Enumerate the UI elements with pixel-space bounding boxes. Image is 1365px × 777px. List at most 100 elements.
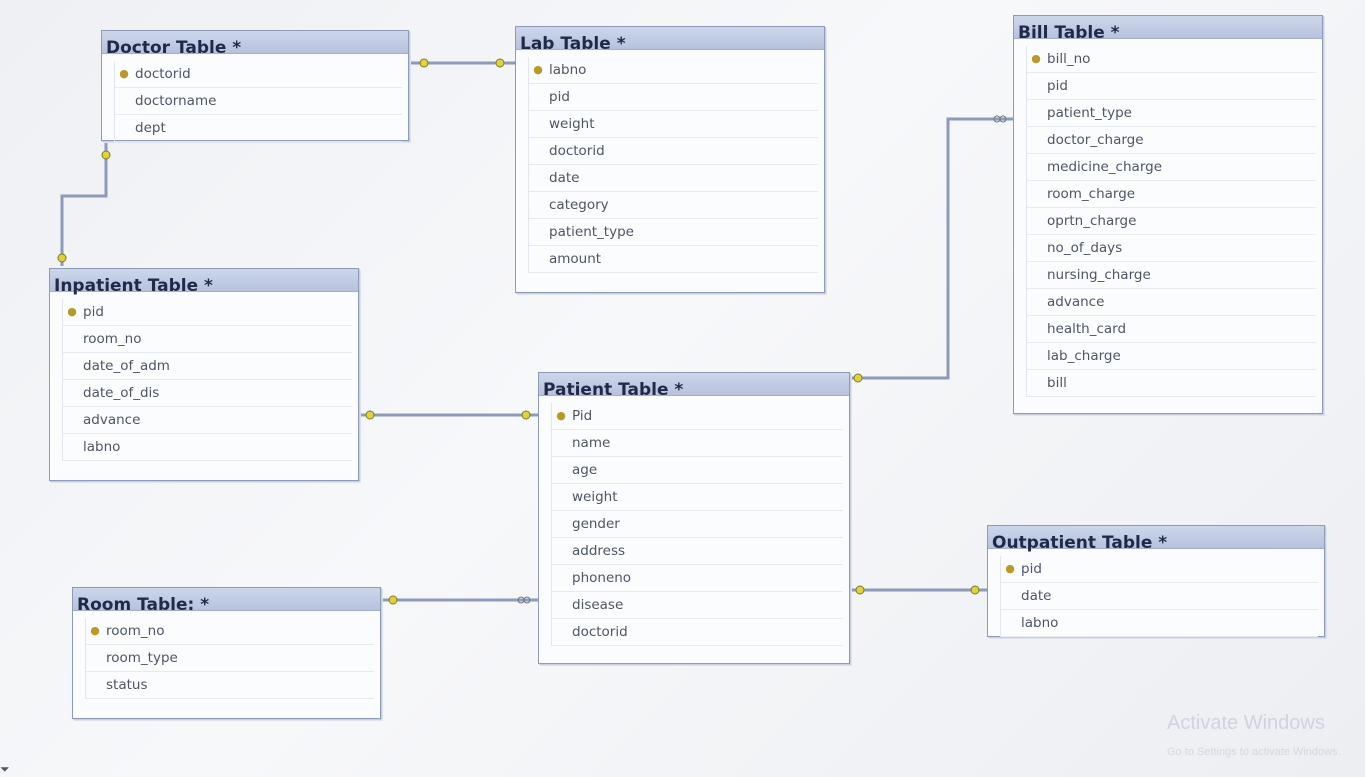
- room-table-title: Room Table: *: [77, 595, 210, 615]
- column-row[interactable]: weight: [552, 484, 843, 511]
- column-row[interactable]: dept: [115, 115, 402, 142]
- primary-key-icon: ●: [1031, 52, 1041, 65]
- column-row[interactable]: date: [1001, 583, 1318, 610]
- patient-table[interactable]: Patient Table * ● Pid name age weight gen…: [538, 372, 850, 664]
- column-name: date: [1021, 588, 1052, 604]
- column-row[interactable]: status: [86, 672, 374, 699]
- column-name: doctorid: [549, 143, 605, 159]
- column-name: weight: [572, 489, 618, 505]
- column-row[interactable]: lab_charge: [1027, 343, 1316, 370]
- column-name: bill: [1047, 375, 1067, 391]
- column-row[interactable]: room_no: [63, 326, 352, 353]
- outpatient-table-header[interactable]: Outpatient Table *: [988, 526, 1324, 553]
- column-row[interactable]: patient_type: [529, 219, 818, 246]
- bill-table-title: Bill Table *: [1018, 23, 1120, 43]
- column-row[interactable]: medicine_charge: [1027, 154, 1316, 181]
- column-name: name: [572, 435, 611, 451]
- column-row[interactable]: doctorid: [529, 138, 818, 165]
- column-row[interactable]: room_type: [86, 645, 374, 672]
- column-row[interactable]: ●pid: [1001, 556, 1318, 583]
- column-name: lab_charge: [1047, 348, 1121, 364]
- column-row[interactable]: pid: [529, 84, 818, 111]
- column-row[interactable]: disease: [552, 592, 843, 619]
- column-row[interactable]: ● bill_no: [1027, 46, 1316, 73]
- column-name: no_of_days: [1047, 240, 1123, 256]
- doctor-table-title: Doctor Table *: [106, 38, 242, 58]
- infinity-end-icon: [517, 596, 531, 604]
- primary-key-icon: ●: [556, 409, 566, 422]
- column-row[interactable]: name: [552, 430, 843, 457]
- column-name: patient_type: [549, 224, 634, 240]
- inpatient-table-header[interactable]: Inpatient Table *: [50, 269, 358, 296]
- mouse-cursor-icon: ⏷: [0, 762, 10, 776]
- column-row[interactable]: patient_type: [1027, 100, 1316, 127]
- column-name: labno: [1021, 615, 1059, 631]
- column-row[interactable]: advance: [1027, 289, 1316, 316]
- column-row[interactable]: oprtn_charge: [1027, 208, 1316, 235]
- outpatient-table[interactable]: Outpatient Table * ●pid date labno: [987, 525, 1325, 637]
- column-name: age: [572, 462, 598, 478]
- patient-table-title: Patient Table *: [543, 380, 684, 400]
- column-name: bill_no: [1047, 51, 1091, 67]
- column-name: status: [106, 677, 148, 693]
- column-row[interactable]: date: [529, 165, 818, 192]
- link-patient-bill: [849, 117, 1013, 380]
- doctor-table-header[interactable]: Doctor Table *: [102, 31, 408, 58]
- column-row[interactable]: ●doctorid: [115, 61, 402, 88]
- column-row[interactable]: ●pid: [63, 299, 352, 326]
- column-row[interactable]: date_of_dis: [63, 380, 352, 407]
- lab-table[interactable]: Lab Table * ●labno pid weight doctorid d…: [515, 26, 825, 293]
- column-row[interactable]: doctorname: [115, 88, 402, 115]
- primary-key-icon: ●: [90, 624, 100, 637]
- column-name: Pid: [572, 408, 593, 424]
- doctor-table[interactable]: Doctor Table * ●doctorid doctorname dept: [101, 30, 409, 142]
- column-row[interactable]: phoneno: [552, 565, 843, 592]
- column-name: address: [572, 543, 626, 559]
- lab-table-title: Lab Table *: [520, 34, 626, 54]
- bill-table-header[interactable]: Bill Table *: [1014, 16, 1322, 43]
- key-end-icon: [419, 58, 429, 68]
- column-row[interactable]: amount: [529, 246, 818, 273]
- column-row[interactable]: category: [529, 192, 818, 219]
- column-row[interactable]: room_charge: [1027, 181, 1316, 208]
- column-row[interactable]: gender: [552, 511, 843, 538]
- column-name: category: [549, 197, 609, 213]
- lab-table-columns: ●labno pid weight doctorid date category…: [528, 57, 818, 273]
- infinity-end-icon: [993, 115, 1007, 123]
- column-row[interactable]: ●labno: [529, 57, 818, 84]
- primary-key-icon: ●: [67, 305, 77, 318]
- column-name: disease: [572, 597, 624, 613]
- column-name: advance: [1047, 294, 1105, 310]
- bill-table[interactable]: Bill Table * ● bill_no pid patient_type d…: [1013, 15, 1323, 414]
- patient-table-header[interactable]: Patient Table *: [539, 373, 849, 400]
- column-row[interactable]: ● Pid: [552, 403, 843, 430]
- column-name: weight: [549, 116, 595, 132]
- column-row[interactable]: nursing_charge: [1027, 262, 1316, 289]
- column-row[interactable]: pid: [1027, 73, 1316, 100]
- column-row[interactable]: doctorid: [552, 619, 843, 646]
- lab-table-header[interactable]: Lab Table *: [516, 27, 824, 54]
- column-row[interactable]: labno: [1001, 610, 1318, 637]
- inpatient-table[interactable]: Inpatient Table * ●pid room_no date_of_a…: [49, 268, 359, 481]
- column-row[interactable]: advance: [63, 407, 352, 434]
- room-table[interactable]: Room Table: * ●room_no room_type status: [72, 587, 381, 719]
- column-row[interactable]: doctor_charge: [1027, 127, 1316, 154]
- column-row[interactable]: health_card: [1027, 316, 1316, 343]
- column-row[interactable]: labno: [63, 434, 352, 461]
- key-end-icon: [388, 595, 398, 605]
- column-name: pid: [1047, 78, 1068, 94]
- column-row[interactable]: age: [552, 457, 843, 484]
- activate-windows-subtext: Go to Settings to activate Windows.: [1167, 746, 1341, 758]
- column-name: doctorid: [135, 66, 191, 82]
- column-row[interactable]: address: [552, 538, 843, 565]
- room-table-columns: ●room_no room_type status: [85, 618, 374, 699]
- primary-key-icon: ●: [1005, 562, 1015, 575]
- column-row[interactable]: weight: [529, 111, 818, 138]
- column-name: health_card: [1047, 321, 1127, 337]
- column-row[interactable]: date_of_adm: [63, 353, 352, 380]
- column-row[interactable]: no_of_days: [1027, 235, 1316, 262]
- room-table-header[interactable]: Room Table: *: [73, 588, 380, 615]
- column-row[interactable]: ●room_no: [86, 618, 374, 645]
- column-row[interactable]: bill: [1027, 370, 1316, 397]
